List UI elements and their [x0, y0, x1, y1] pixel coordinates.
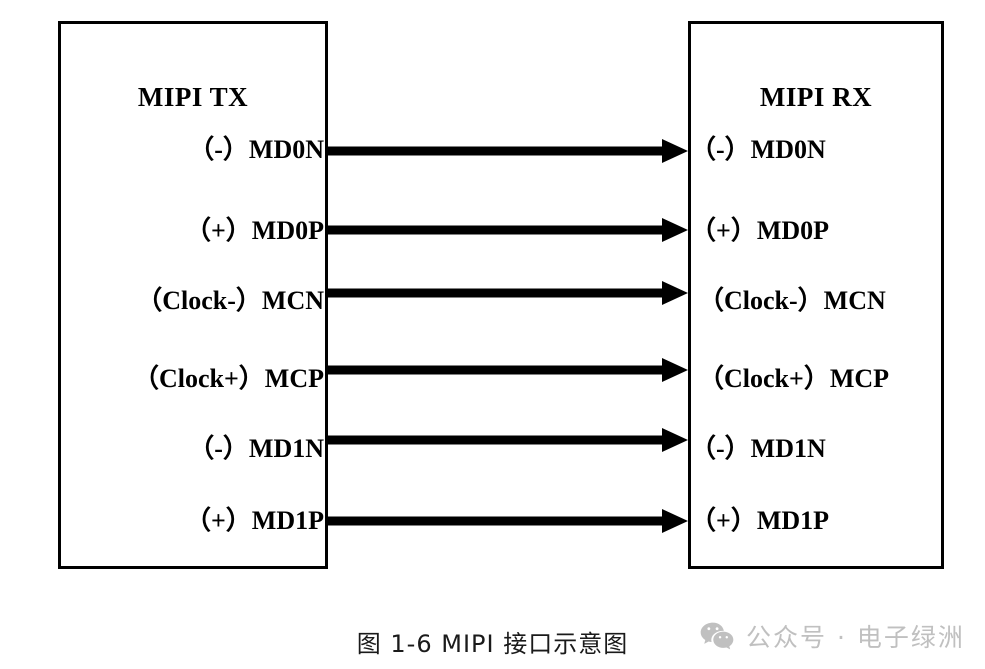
arrow-shaft	[328, 146, 664, 156]
tx-port-prefix-md0n: （-）	[188, 135, 249, 164]
rx-port-prefix-md1p: （+）	[690, 506, 757, 535]
rx-port-label-md1p: （+）MD1P	[690, 508, 829, 534]
arrow-shaft	[328, 435, 664, 445]
rx-port-prefix-md0n: （-）	[690, 135, 751, 164]
rx-port-name-md1p: MD1P	[756, 506, 830, 535]
mipi-rx-title: MIPI RX	[759, 82, 873, 112]
rx-port-prefix-md1n: （-）	[690, 434, 751, 463]
rx-port-name-mcp: MCP	[829, 364, 890, 393]
connection-arrow-md1n	[328, 428, 688, 452]
tx-port-name-md0p: MD0P	[251, 216, 324, 245]
tx-port-prefix-md1p: （+）	[184, 506, 252, 535]
arrow-shaft	[328, 288, 664, 298]
tx-port-label-md0n: （-）MD0N	[58, 137, 328, 163]
wechat-icon	[700, 621, 734, 651]
tx-port-label-mcp: （Clock+）MCP	[58, 366, 328, 392]
tx-port-name-md1n: MD1N	[248, 434, 324, 463]
connection-arrow-md1p	[328, 509, 688, 533]
tx-port-prefix-md0p: （+）	[184, 216, 252, 245]
rx-port-name-md0p: MD0P	[756, 216, 830, 245]
arrow-head-icon	[662, 218, 688, 242]
tx-port-prefix-md1n: （-）	[188, 434, 249, 463]
rx-port-prefix-mcp: （Clock+）	[698, 364, 830, 393]
tx-port-prefix-mcn: （Clock-）	[136, 286, 262, 315]
tx-port-prefix-mcp: （Clock+）	[132, 364, 265, 393]
rx-port-name-md0n: MD0N	[750, 135, 826, 164]
arrow-head-icon	[662, 281, 688, 305]
watermark: 公众号 · 电子绿洲	[700, 618, 965, 654]
mipi-tx-title: MIPI TX	[137, 82, 249, 112]
connection-arrow-md0n	[328, 139, 688, 163]
connection-arrow-mcp	[328, 358, 688, 382]
tx-port-name-md0n: MD0N	[248, 135, 324, 164]
tx-port-name-mcn: MCN	[261, 286, 324, 315]
arrow-shaft	[328, 365, 664, 375]
arrow-shaft	[328, 516, 664, 526]
figure-caption: 图 1-6 MIPI 接口示意图	[356, 630, 629, 658]
arrow-head-icon	[662, 428, 688, 452]
tx-port-label-md1n: （-）MD1N	[58, 436, 328, 462]
rx-port-prefix-md0p: （+）	[690, 216, 757, 245]
arrow-head-icon	[662, 509, 688, 533]
connection-arrow-md0p	[328, 218, 688, 242]
tx-port-label-md1p: （+）MD1P	[58, 508, 328, 534]
mipi-tx-block: MIPI TX	[58, 21, 328, 569]
tx-port-label-md0p: （+）MD0P	[58, 218, 328, 244]
rx-port-label-md0p: （+）MD0P	[690, 218, 829, 244]
arrow-head-icon	[662, 358, 688, 382]
rx-port-prefix-mcn: （Clock-）	[698, 286, 824, 315]
rx-port-name-mcn: MCN	[823, 286, 886, 315]
watermark-text: 公众号 · 电子绿洲	[746, 623, 965, 652]
rx-port-label-md1n: （-）MD1N	[690, 436, 826, 462]
tx-port-name-mcp: MCP	[264, 364, 324, 393]
tx-port-label-mcn: （Clock-）MCN	[58, 288, 328, 314]
rx-port-label-mcn: （Clock-）MCN	[698, 288, 886, 314]
tx-port-name-md1p: MD1P	[251, 506, 324, 535]
rx-port-label-mcp: （Clock+）MCP	[698, 366, 889, 392]
mipi-rx-block: MIPI RX	[688, 21, 944, 569]
rx-port-label-md0n: （-）MD0N	[690, 137, 826, 163]
arrow-shaft	[328, 225, 664, 235]
rx-port-name-md1n: MD1N	[750, 434, 826, 463]
arrow-head-icon	[662, 139, 688, 163]
connection-arrow-mcn	[328, 281, 688, 305]
